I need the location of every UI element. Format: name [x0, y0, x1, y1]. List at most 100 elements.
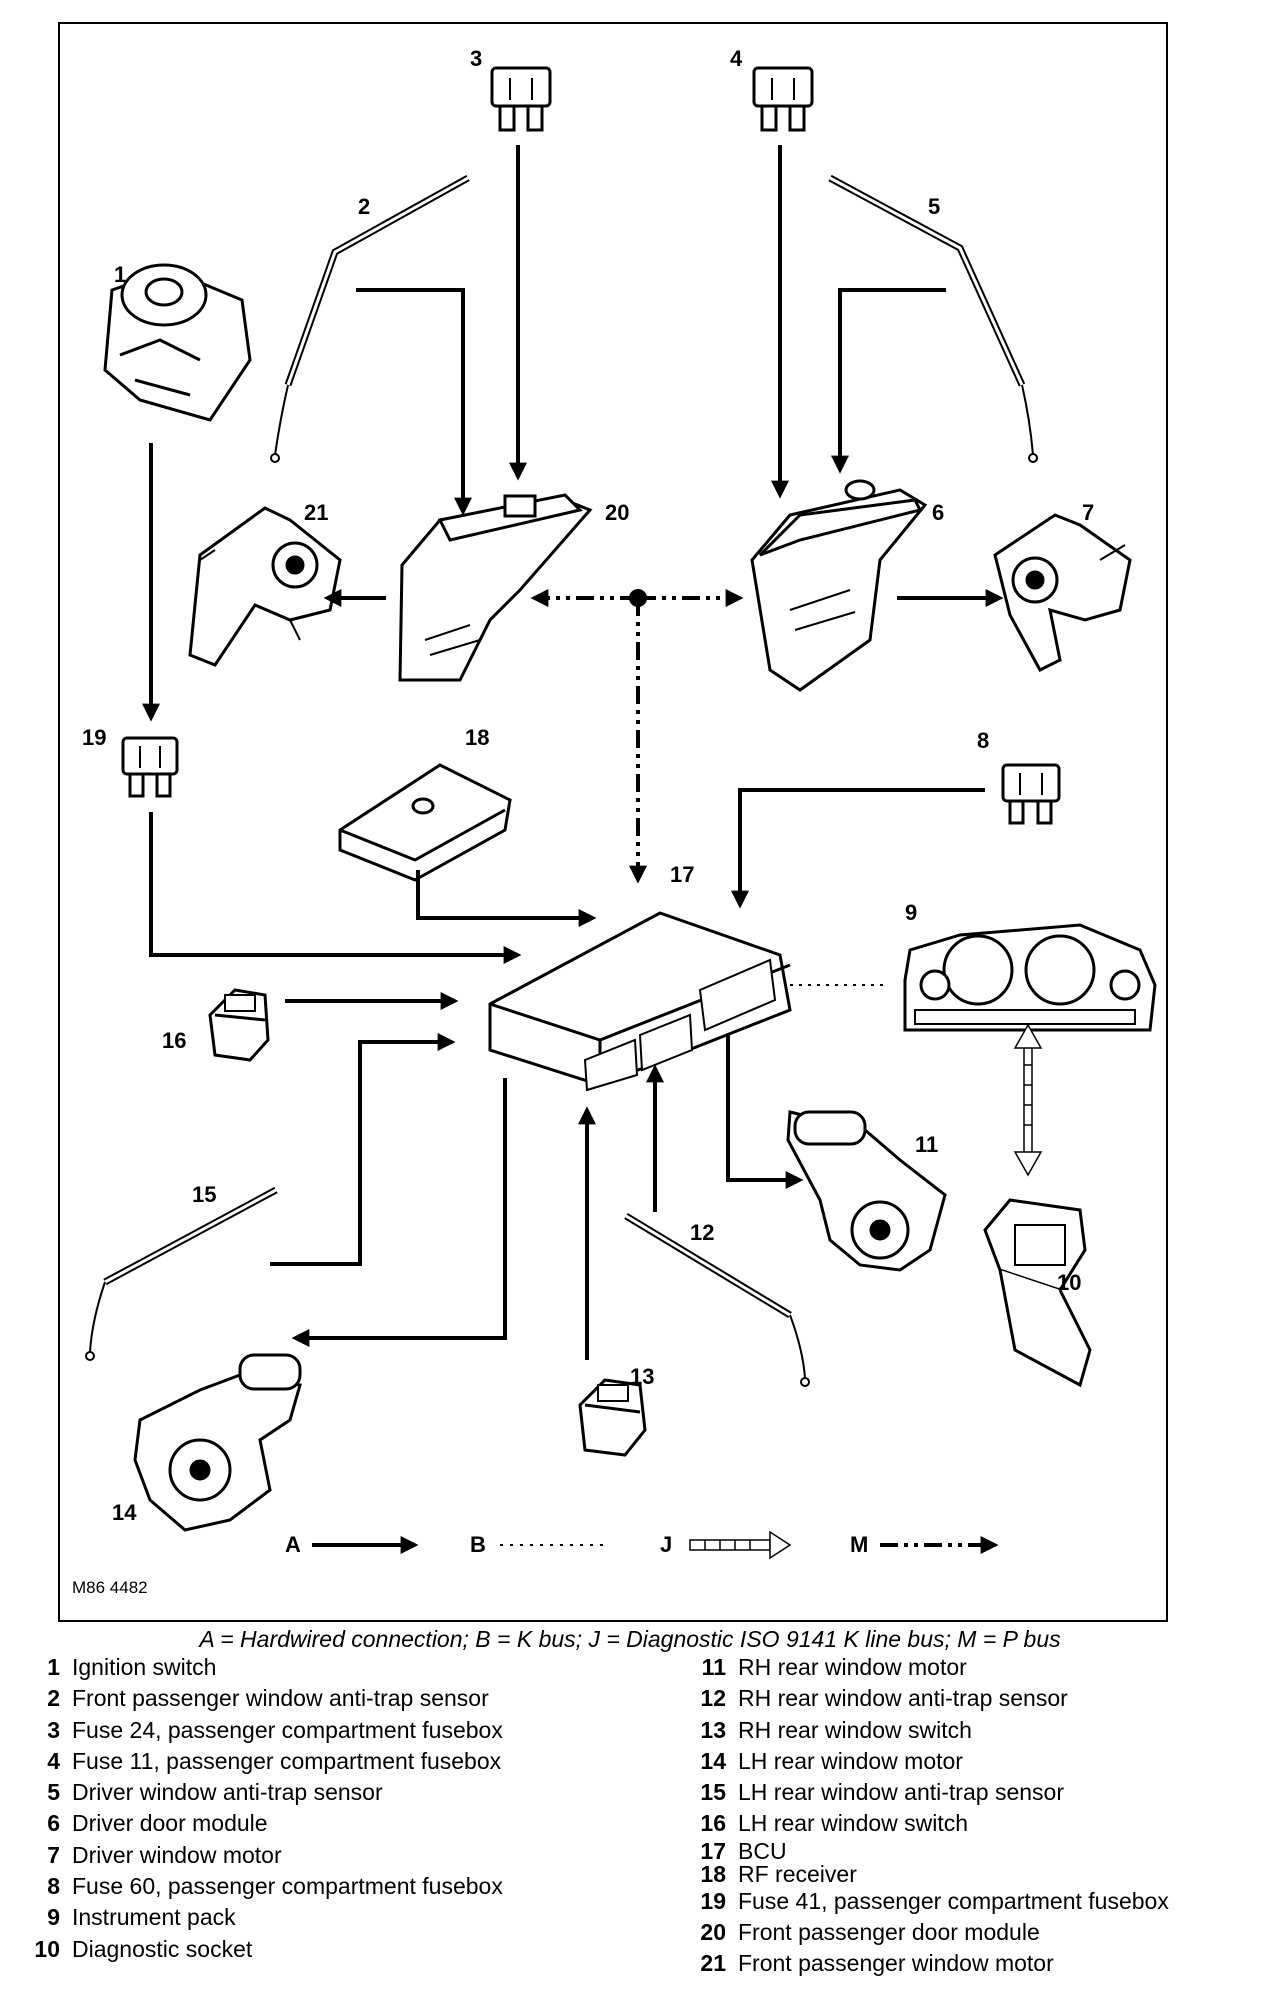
parts-list-item: 16 LH rear window switch [690, 1808, 1169, 1839]
legend-a-letter: A [285, 1532, 301, 1557]
part-name: Front passenger window motor [738, 1950, 1054, 1977]
bcu-module [488, 911, 792, 1092]
parts-list-item: 9 Instrument pack [22, 1902, 503, 1933]
part-number: 14 [700, 1747, 726, 1774]
label-20: 20 [605, 500, 629, 525]
driver-window-motor [993, 513, 1132, 672]
hardwired-connections [142, 145, 1004, 1360]
figure-reference: M86 4482 [72, 1578, 148, 1597]
legend-b-letter: B [470, 1532, 486, 1557]
lh-rear-anti-trap-sensor [85, 1186, 278, 1361]
label-17: 17 [670, 862, 694, 887]
wire-sensor2-to-door-module [356, 288, 472, 516]
fuse-11 [752, 66, 814, 132]
label-12: 12 [690, 1220, 714, 1245]
part-number: 12 [700, 1685, 726, 1712]
legend-caption: A = Hardwired connection; B = K bus; J =… [199, 1626, 1061, 1652]
diagnostic-k-line [1013, 1023, 1043, 1177]
label-19: 19 [82, 725, 106, 750]
instrument-pack [903, 923, 1157, 1032]
part-number: 5 [47, 1779, 60, 1806]
part-number: 18 [700, 1860, 726, 1887]
legend-j-letter: J [660, 1532, 672, 1557]
label-3: 3 [470, 46, 482, 71]
parts-list-left: 1 Ignition switch 2 Front passenger window … [22, 1652, 503, 1965]
fuse-60 [1001, 763, 1061, 825]
part-number: 7 [47, 1841, 60, 1868]
wire-bcu-to-motor11 [726, 1035, 804, 1189]
part-name: Fuse 41, passenger compartment fusebox [738, 1887, 1169, 1914]
ignition-switch [103, 263, 252, 422]
parts-list-item: 11 RH rear window motor [690, 1652, 1169, 1683]
parts-list-item: 14 LH rear window motor [690, 1746, 1169, 1777]
label-4: 4 [730, 46, 743, 71]
label-5: 5 [928, 194, 940, 219]
diagram-frame [58, 22, 1168, 1622]
label-15: 15 [192, 1182, 216, 1207]
label-6: 6 [932, 500, 944, 525]
rh-rear-window-motor [786, 1110, 947, 1272]
part-number: 16 [700, 1810, 726, 1837]
parts-list-item: 21 Front passenger window motor [690, 1948, 1169, 1979]
part-name: Instrument pack [72, 1904, 236, 1931]
part-number: 15 [700, 1779, 726, 1806]
part-name: LH rear window switch [738, 1810, 969, 1837]
label-14: 14 [112, 1500, 137, 1525]
parts-list-item: 5 Driver window anti-trap sensor [22, 1777, 503, 1808]
p-bus-junction [629, 589, 647, 607]
wire-fuse41-to-bcu [149, 812, 522, 964]
parts-list-item: 7 Driver window motor [22, 1840, 503, 1871]
part-name: LH rear window motor [738, 1747, 963, 1774]
part-name: Front passenger door module [738, 1919, 1040, 1946]
diagnostic-socket [983, 1198, 1092, 1388]
part-number: 1 [47, 1654, 60, 1680]
front-passenger-window-motor [188, 506, 342, 667]
part-name: RH rear window motor [738, 1654, 967, 1680]
parts-list-item: 19 Fuse 41, passenger compartment fusebox [690, 1886, 1169, 1917]
label-11: 11 [915, 1132, 938, 1157]
part-number: 6 [47, 1810, 60, 1837]
fuse-41 [121, 736, 179, 798]
driver-anti-trap-sensor [828, 174, 1038, 463]
wire-sensor5-to-door-module [831, 288, 946, 474]
part-name: RH rear window switch [738, 1716, 972, 1743]
part-number: 2 [47, 1685, 60, 1712]
part-number: 10 [34, 1935, 60, 1962]
parts-list-item: 20 Front passenger door module [690, 1917, 1169, 1948]
part-number: 9 [47, 1904, 60, 1931]
part-name: Front passenger window anti-trap sensor [72, 1685, 489, 1712]
label-13: 13 [630, 1364, 654, 1389]
legend-m-letter: M [850, 1532, 868, 1557]
parts-list-item: 15 LH rear window anti-trap sensor [690, 1777, 1169, 1808]
part-name: Fuse 24, passenger compartment fusebox [72, 1716, 503, 1743]
part-number: 19 [700, 1887, 726, 1914]
part-name: Driver window motor [72, 1841, 282, 1868]
part-name: Ignition switch [72, 1654, 217, 1680]
label-21: 21 [304, 500, 328, 525]
p-bus-connections [530, 589, 744, 884]
part-name: Driver window anti-trap sensor [72, 1779, 383, 1806]
part-name: Diagnostic socket [72, 1935, 253, 1962]
legend-j-line [689, 1530, 792, 1560]
part-name: LH rear window anti-trap sensor [738, 1779, 1064, 1806]
lh-rear-window-motor [133, 1353, 302, 1532]
front-passenger-door-module [398, 493, 593, 682]
front-passenger-anti-trap-sensor [270, 174, 470, 463]
label-18: 18 [465, 725, 489, 750]
part-number: 20 [700, 1919, 726, 1946]
component-numbers: 1 2 3 4 5 6 7 8 9 10 11 12 13 14 15 16 1… [82, 46, 1094, 1525]
legend: A B J M [285, 1530, 999, 1560]
part-number: 11 [701, 1654, 726, 1680]
part-number: 4 [47, 1747, 60, 1774]
label-16: 16 [162, 1028, 186, 1053]
part-number: 21 [700, 1950, 726, 1977]
wire-sensor15-to-bcu [270, 1033, 456, 1266]
part-number: 3 [47, 1716, 60, 1743]
